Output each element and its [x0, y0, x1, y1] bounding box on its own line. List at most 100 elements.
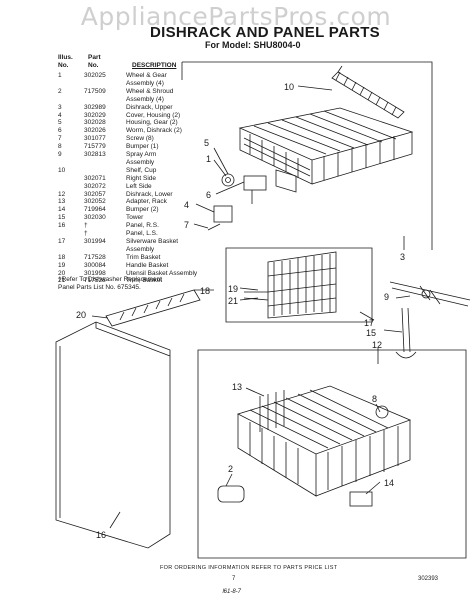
row-illus-number: 7	[58, 135, 62, 143]
upper-section-border	[182, 61, 433, 250]
row-illus-number: 6	[58, 127, 62, 135]
row-part-number: 301077	[84, 135, 106, 143]
reference-note: †Refer To Dishwasher Replacement Panel P…	[58, 276, 208, 292]
row-description: Wheel & Shroud	[126, 87, 174, 95]
row-description: Tower	[126, 214, 144, 222]
callout-14: 14	[384, 478, 394, 488]
header-illus: Illus.	[58, 54, 73, 61]
ordering-info-footer: FOR ORDERING INFORMATION REFER TO PARTS …	[160, 565, 338, 571]
page-number: 7	[232, 576, 236, 582]
callout-18: 18	[200, 286, 210, 296]
row-part-number: 715779	[84, 143, 106, 151]
row-description: Left Side	[126, 182, 152, 190]
row-part-number: 301994	[84, 237, 106, 245]
row-description: Adapter, Rack	[126, 198, 167, 206]
row-illus-number: 4	[58, 111, 62, 119]
row-part-number: 302813	[84, 151, 106, 158]
silverware-basket-drawing	[243, 251, 337, 319]
row-part-number: 717528	[84, 277, 106, 285]
watermark: AppliancePartsPros.com	[80, 2, 392, 31]
row-illus-number: 9	[58, 151, 62, 158]
row-description: Assembly	[126, 158, 155, 166]
row-part-number: 717528	[84, 253, 106, 261]
row-description: Trim Basket	[126, 253, 161, 261]
utensil-basket-drawing	[105, 289, 201, 327]
row-part-number: 302030	[84, 214, 106, 222]
row-description: Trim, Basket	[126, 277, 163, 285]
row-part-number: †	[84, 230, 88, 237]
row-description: Housing, Gear (2)	[126, 119, 178, 127]
row-description: Worm, Dishrack (2)	[126, 127, 182, 135]
callout-16: 16	[96, 530, 106, 540]
row-description: Assembly (4)	[126, 79, 164, 87]
reference-note-line: †Refer To Dishwasher Replacement	[58, 276, 162, 283]
callout-3: 3	[400, 252, 405, 262]
row-description: Spray Arm	[126, 151, 157, 158]
row-description: Assembly	[126, 245, 155, 253]
header-description: DESCRIPTION	[132, 62, 177, 69]
page-title: DISHRACK AND PANEL PARTS	[150, 24, 380, 41]
row-illus-number: 12	[58, 190, 66, 198]
cup-shelf-drawing	[331, 65, 405, 119]
panel-drawing	[55, 321, 171, 549]
row-illus-number: 16	[58, 222, 66, 230]
callout-5: 5	[204, 138, 209, 148]
row-part-number: 302072	[84, 182, 106, 190]
callout-13: 13	[232, 382, 242, 392]
spray-arm-drawing	[389, 281, 471, 307]
row-illus-number: 5	[58, 119, 62, 127]
row-description: Dishrack, Upper	[126, 103, 173, 111]
callout-17: 17	[364, 318, 374, 328]
row-part-number: 300084	[84, 261, 106, 269]
row-illus-number: 19	[58, 261, 66, 269]
row-part-number: 302026	[84, 127, 106, 135]
header-illus-no: No.	[58, 62, 69, 69]
row-part-number: 301998	[84, 269, 106, 277]
silverware-basket-box	[225, 247, 373, 323]
callout-19: 19	[228, 284, 238, 294]
row-description: Bumper (1)	[126, 143, 159, 151]
gear-housing-drawing	[207, 169, 297, 231]
reference-note-line: Panel Parts List No. 675345.	[58, 284, 141, 291]
handwritten-note: ⅼ61-8-7	[222, 589, 242, 595]
callout-9: 9	[384, 292, 389, 302]
row-description: Panel, R.S.	[126, 222, 159, 230]
row-description: Screw (8)	[126, 135, 154, 143]
row-illus-number: 18	[58, 253, 66, 261]
header-part-no: No.	[88, 62, 99, 69]
row-description: Right Side	[126, 174, 156, 182]
callout-2: 2	[228, 464, 233, 474]
wheel-shroud-drawing	[217, 485, 245, 503]
callout-1: 1	[206, 154, 211, 164]
row-description: Dishrack, Lower	[126, 190, 173, 198]
callout-7: 7	[184, 220, 189, 230]
callout-8: 8	[372, 394, 377, 404]
row-illus-number: 17	[58, 237, 66, 245]
callout-20: 20	[76, 310, 86, 320]
row-part-number: 302028	[84, 119, 106, 127]
row-description: Handle Basket	[126, 261, 169, 269]
upper-dishrack-drawing	[238, 107, 414, 185]
row-description: Shelf, Cup	[126, 166, 157, 174]
callout-4: 4	[184, 200, 189, 210]
row-illus-number: 14	[58, 206, 66, 214]
leader-lines	[91, 85, 411, 529]
document-code: 302393	[418, 576, 439, 582]
row-illus-number: 8	[58, 143, 62, 151]
row-description: Cover, Housing (2)	[126, 111, 181, 119]
model-line: For Model: SHU8004-0	[205, 40, 301, 50]
bumper-upper-drawing	[375, 405, 389, 419]
row-part-number: 302052	[84, 198, 106, 206]
row-illus-number: 3	[58, 103, 62, 111]
callout-15: 15	[366, 328, 376, 338]
bumper-lower-drawing	[349, 491, 373, 507]
row-part-number: 302029	[84, 111, 106, 119]
callout-6: 6	[206, 190, 211, 200]
row-part-number: 302071	[84, 174, 106, 182]
row-description: Silverware Basket	[126, 237, 179, 245]
row-illus-number: 10	[58, 166, 66, 174]
callout-21: 21	[228, 296, 238, 306]
row-illus-number: 2	[58, 87, 62, 95]
row-part-number: 302989	[84, 103, 106, 111]
row-description: Utensil Basket Assembly	[126, 269, 198, 277]
